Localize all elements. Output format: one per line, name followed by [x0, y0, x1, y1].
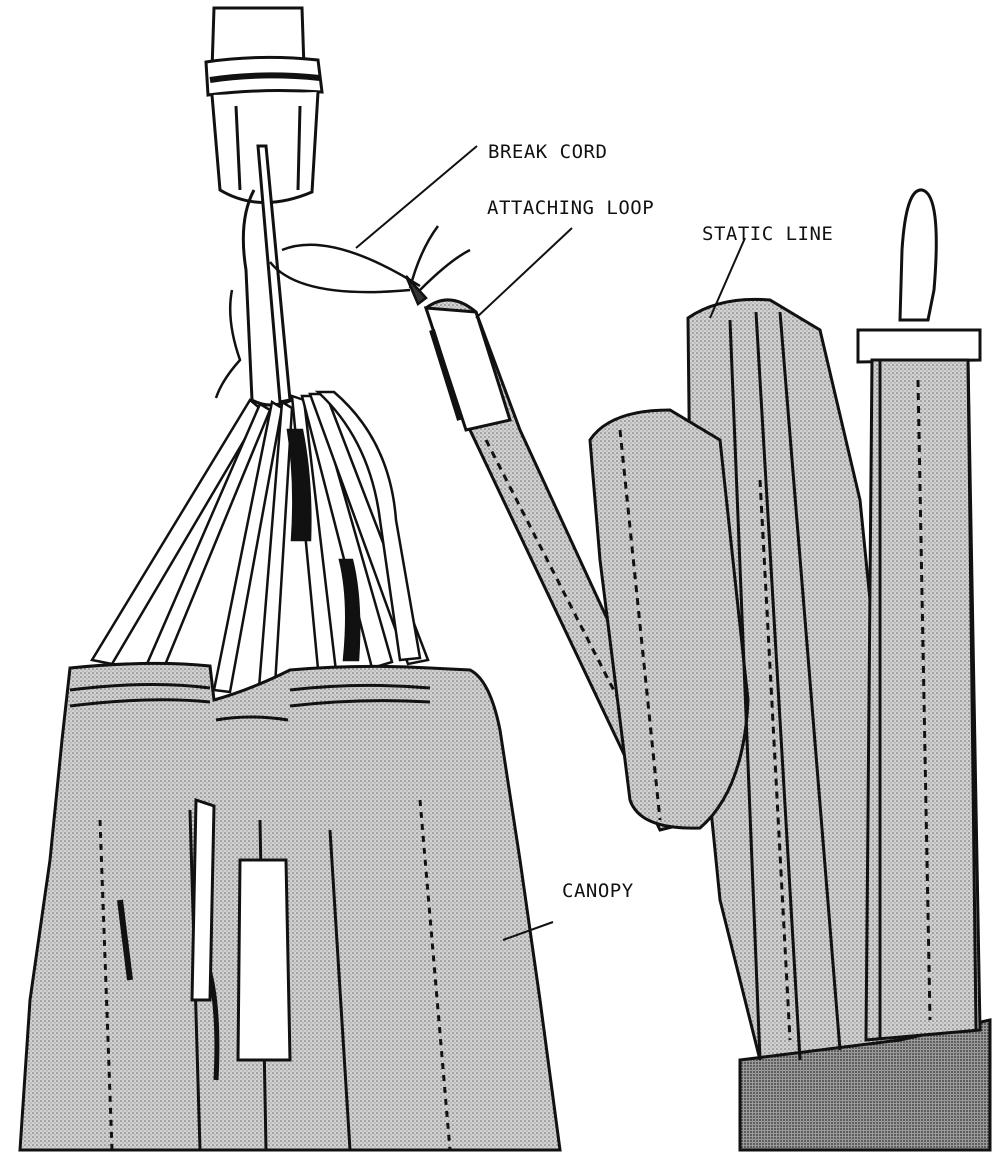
- leader-break-cord: [356, 146, 477, 248]
- static-line-hook: [858, 190, 980, 1040]
- canopy: [20, 663, 560, 1150]
- label-break-cord: BREAK CORD: [488, 141, 607, 163]
- label-canopy: CANOPY: [562, 880, 634, 902]
- label-static-line: STATIC LINE: [702, 223, 833, 245]
- label-attaching-loop: ATTACHING LOOP: [487, 197, 654, 219]
- leader-attaching-loop: [476, 228, 572, 318]
- suspension-lines: [92, 392, 428, 702]
